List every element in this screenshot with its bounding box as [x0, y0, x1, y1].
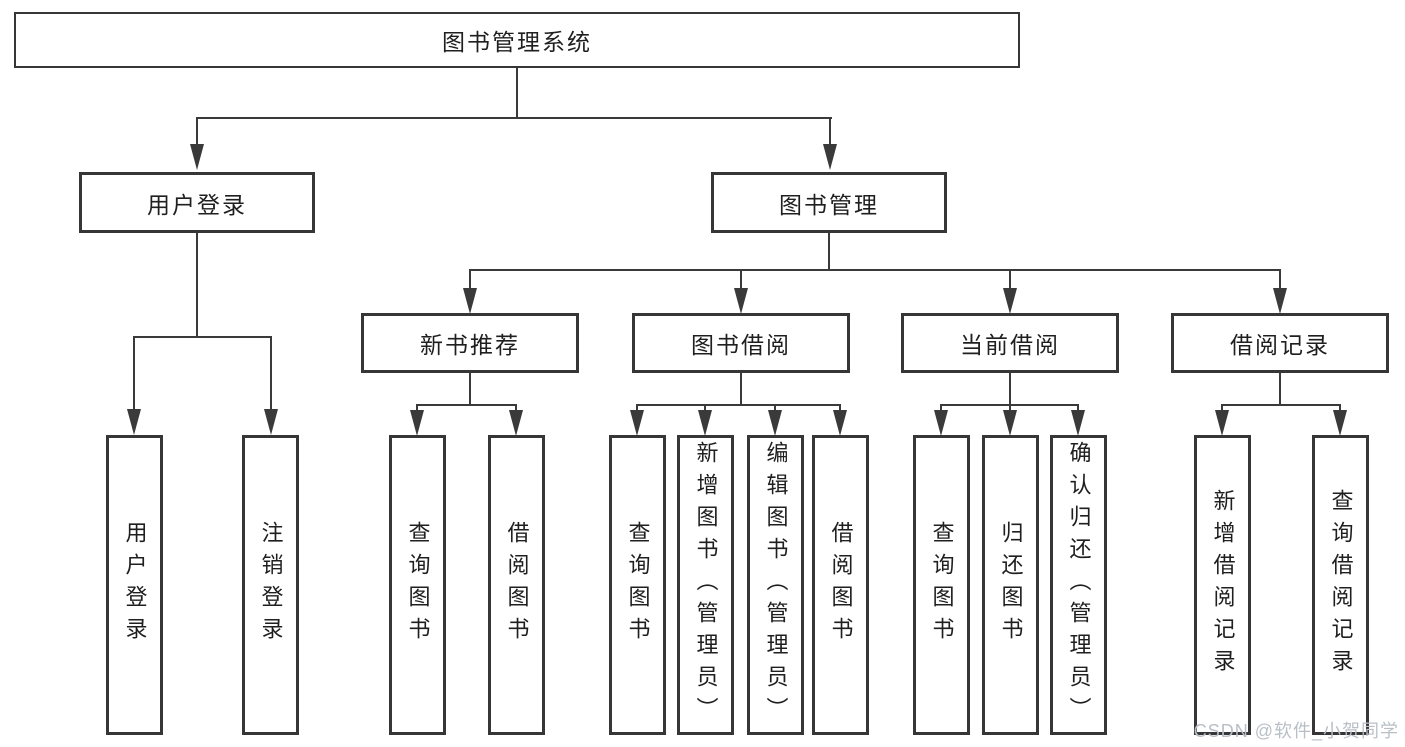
connector-line	[740, 373, 742, 406]
arrow-down-icon	[463, 288, 477, 314]
node-book-management: 图书管理	[711, 172, 947, 233]
connector-line	[416, 404, 517, 406]
node-label: 用户登录	[147, 191, 247, 218]
connector-line	[133, 336, 135, 410]
leaf-label: 归还图书	[998, 521, 1024, 649]
arrow-down-icon	[264, 409, 278, 435]
connector-line	[516, 68, 518, 118]
connector-line	[469, 269, 1281, 271]
arrow-down-icon	[630, 410, 644, 436]
leaf-label: 编辑图书（管理员）	[763, 441, 789, 729]
connector-line	[1009, 404, 1011, 412]
arrow-down-icon	[509, 410, 523, 436]
leaf-node-query-books: 查询图书	[913, 435, 970, 735]
node-new-book-recommendation: 新书推荐	[361, 313, 579, 373]
connector-line	[196, 117, 832, 119]
leaf-label: 新增图书（管理员）	[693, 441, 719, 729]
connector-line	[1009, 373, 1011, 406]
connector-line	[469, 373, 471, 406]
connector-line	[829, 117, 831, 145]
leaf-label: 查询图书	[625, 521, 651, 649]
connector-line	[940, 404, 942, 412]
leaf-label: 新增借阅记录	[1210, 489, 1236, 681]
connector-line	[416, 404, 418, 412]
connector-line	[1009, 269, 1011, 290]
arrow-down-icon	[833, 410, 847, 436]
connector-line	[704, 404, 706, 412]
connector-line	[740, 269, 742, 290]
arrow-down-icon	[1003, 410, 1017, 436]
leaf-node-query-borrow-record: 查询借阅记录	[1312, 435, 1369, 735]
leaf-label: 确认归还（管理员）	[1066, 441, 1092, 729]
arrow-down-icon	[698, 410, 712, 436]
connector-line	[133, 336, 272, 338]
leaf-node-borrow-books: 借阅图书	[812, 435, 869, 735]
node-current-borrowing: 当前借阅	[901, 313, 1119, 373]
connector-line	[1279, 269, 1281, 290]
arrow-down-icon	[823, 144, 837, 170]
arrow-down-icon	[1273, 288, 1287, 314]
connector-line	[515, 404, 517, 412]
leaf-node-edit-books-admin: 编辑图书（管理员）	[747, 435, 804, 735]
arrow-down-icon	[768, 410, 782, 436]
node-user-login: 用户登录	[79, 172, 315, 233]
leaf-node-confirm-return-admin: 确认归还（管理员）	[1050, 435, 1107, 735]
leaf-node-query-books: 查询图书	[609, 435, 666, 735]
leaf-node-borrow-books: 借阅图书	[488, 435, 545, 735]
leaf-label: 查询借阅记录	[1328, 489, 1354, 681]
arrow-down-icon	[1071, 410, 1085, 436]
leaf-node-add-borrow-record: 新增借阅记录	[1194, 435, 1251, 735]
leaf-label: 查询图书	[929, 521, 955, 649]
connector-line	[1221, 404, 1223, 412]
connector-line	[1221, 404, 1341, 406]
arrow-down-icon	[190, 144, 204, 170]
leaf-node-query-books: 查询图书	[389, 435, 446, 735]
node-label: 图书借阅	[691, 332, 791, 358]
node-label: 新书推荐	[420, 332, 520, 358]
connector-line	[469, 269, 471, 290]
arrow-down-icon	[734, 288, 748, 314]
connector-line	[774, 404, 776, 412]
arrow-down-icon	[127, 409, 141, 435]
connector-line	[828, 233, 830, 270]
leaf-label: 借阅图书	[828, 521, 854, 649]
arrow-down-icon	[1215, 410, 1229, 436]
arrow-down-icon	[1003, 288, 1017, 314]
node-label: 借阅记录	[1230, 332, 1330, 358]
connector-line	[1279, 373, 1281, 406]
arrow-down-icon	[410, 410, 424, 436]
node-borrowing-records: 借阅记录	[1171, 313, 1389, 373]
csdn-watermark: CSDN @软件_小贺同学	[1193, 721, 1399, 741]
arrow-down-icon	[934, 410, 948, 436]
connector-line	[196, 233, 198, 338]
leaf-node-user-login: 用户登录	[106, 435, 163, 735]
connector-line	[196, 117, 198, 145]
node-label: 当前借阅	[960, 332, 1060, 358]
leaf-node-add-books-admin: 新增图书（管理员）	[677, 435, 734, 735]
leaf-node-logout: 注销登录	[242, 435, 299, 735]
leaf-label: 注销登录	[258, 521, 284, 649]
arrow-down-icon	[1333, 410, 1347, 436]
node-label: 图书管理	[779, 191, 879, 218]
connector-line	[1077, 404, 1079, 412]
connector-line	[1339, 404, 1341, 412]
leaf-node-return-books: 归还图书	[982, 435, 1039, 735]
node-label: 图书管理系统	[442, 29, 592, 55]
node-root: 图书管理系统	[14, 12, 1020, 68]
connector-line	[636, 404, 638, 412]
connector-line	[270, 336, 272, 410]
leaf-label: 查询图书	[405, 521, 431, 649]
node-book-borrowing: 图书借阅	[632, 313, 850, 373]
connector-line	[636, 404, 841, 406]
leaf-label: 借阅图书	[504, 521, 530, 649]
leaf-label: 用户登录	[122, 521, 148, 649]
connector-line	[839, 404, 841, 412]
